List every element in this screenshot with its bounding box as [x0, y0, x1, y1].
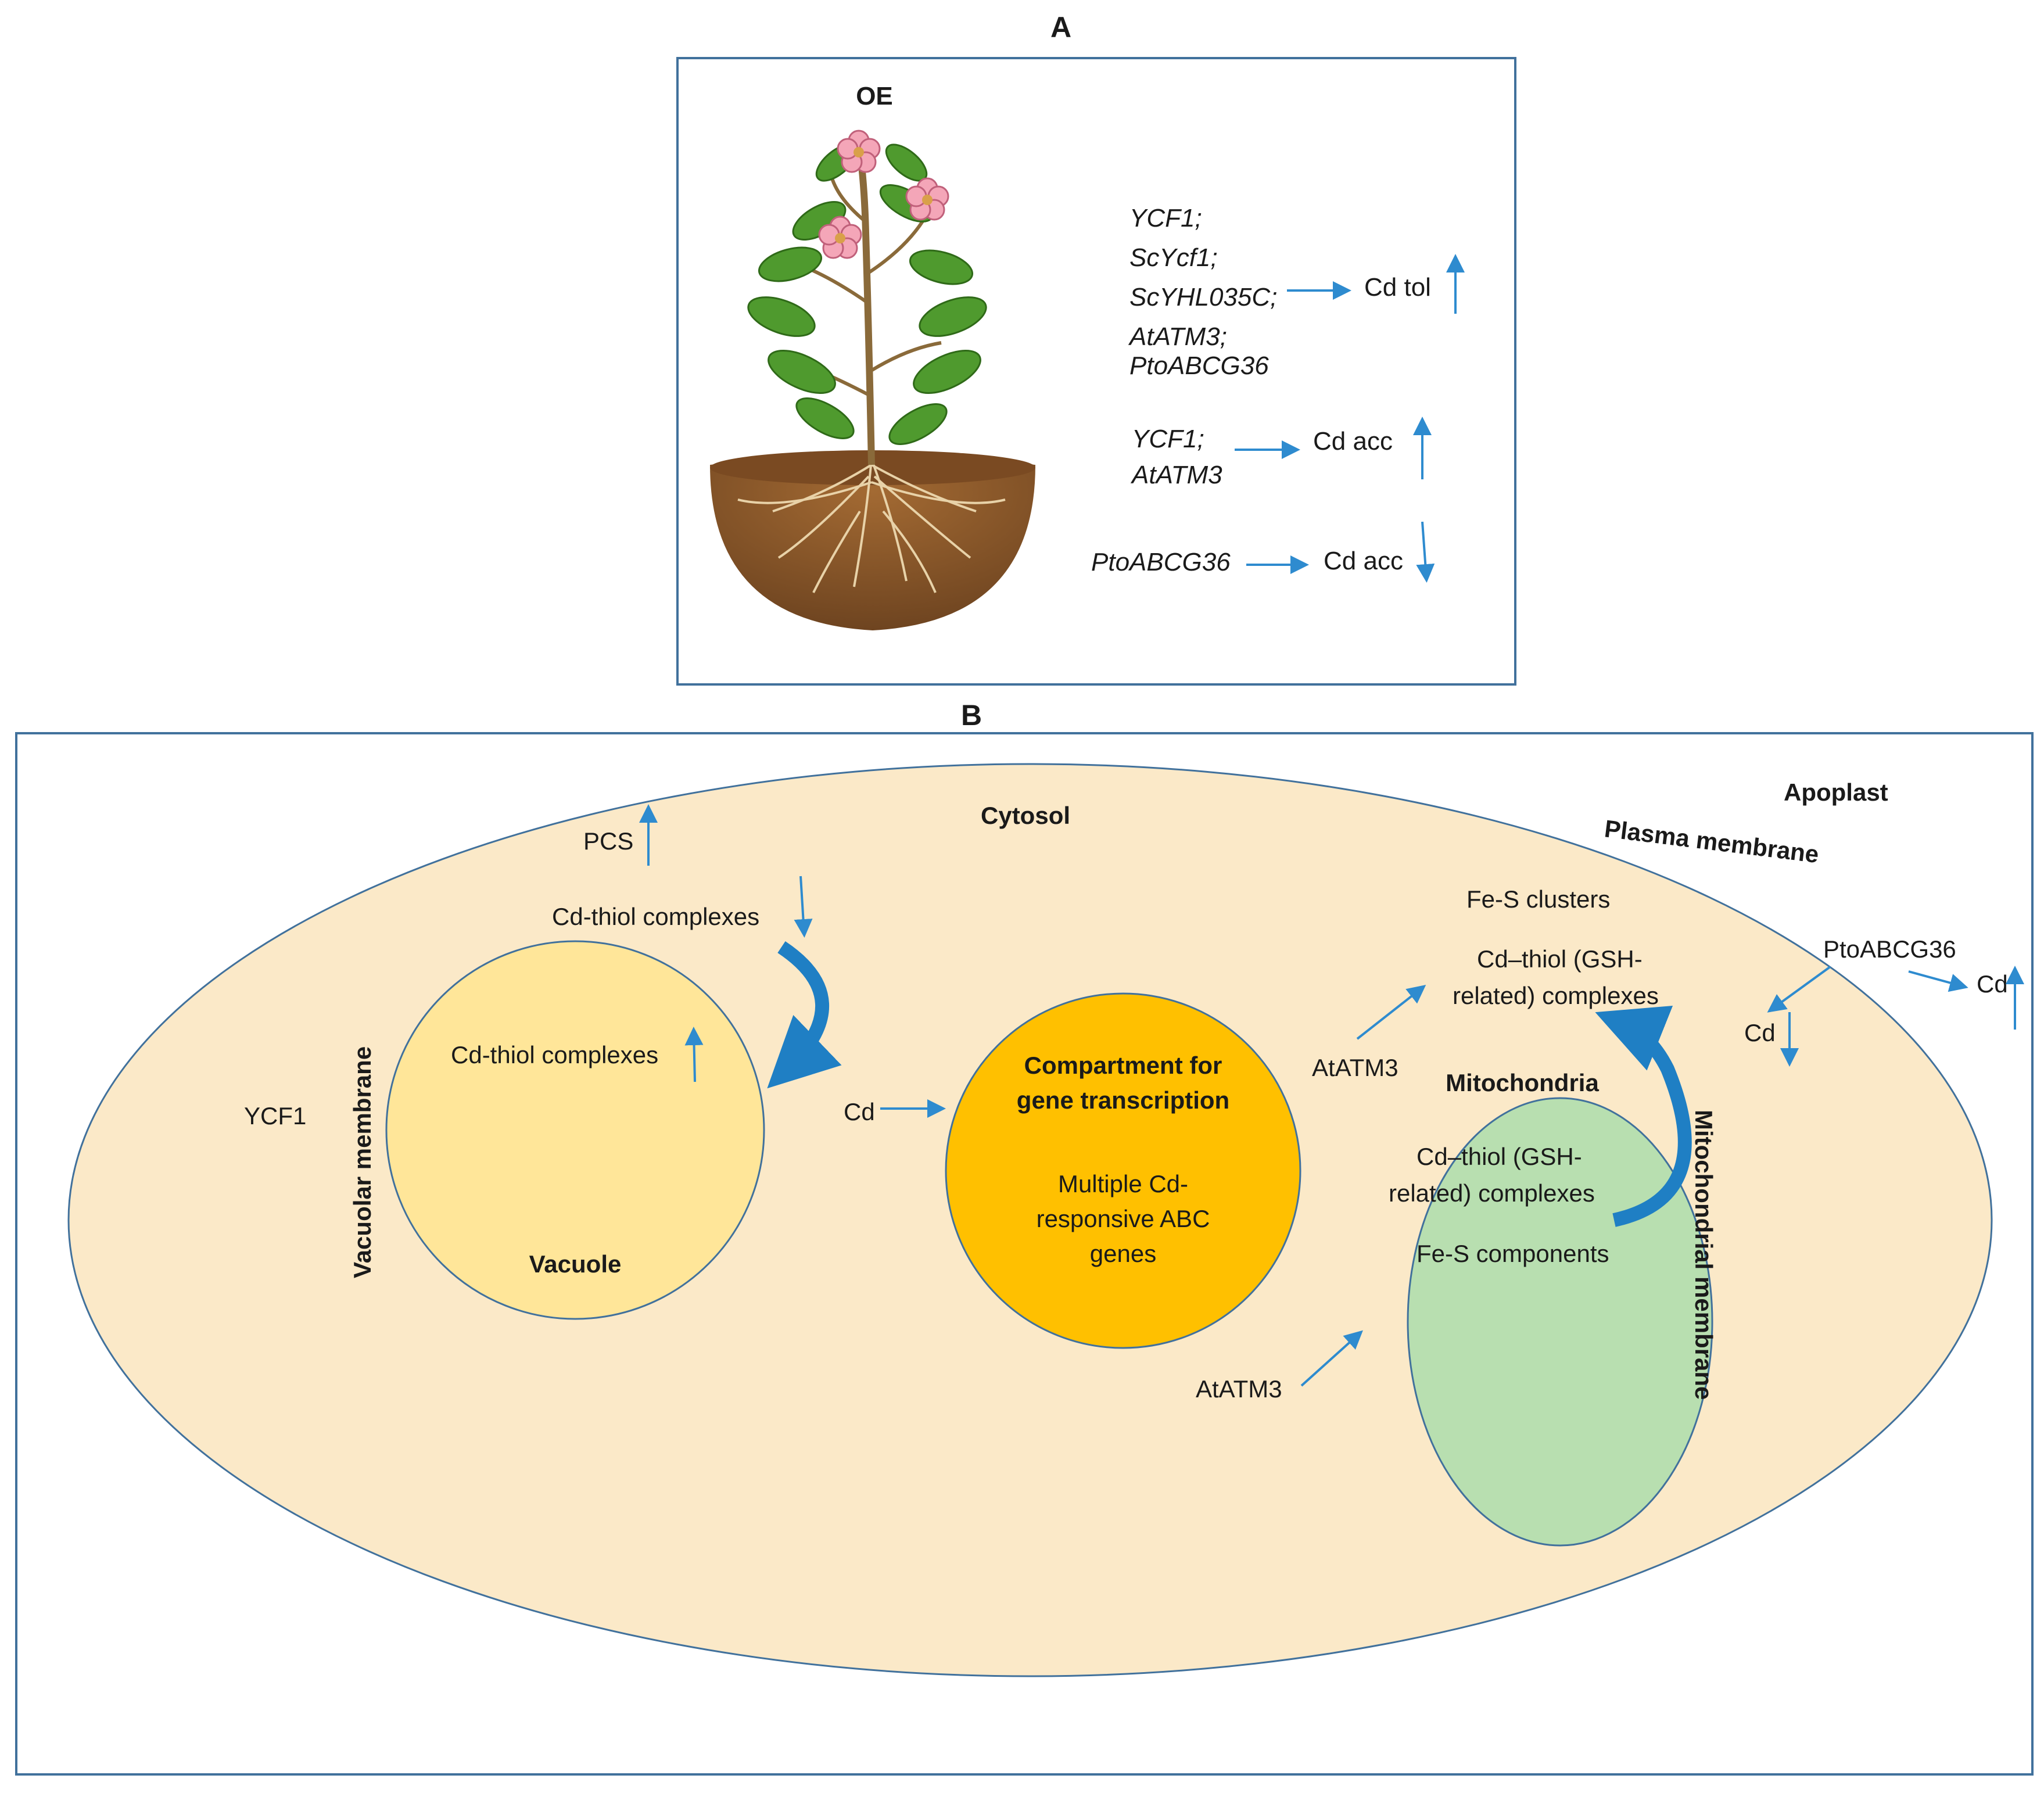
gene-ptoabcg36-2: PtoABCG36: [1091, 548, 1231, 576]
gene-ycf1-1: YCF1;: [1129, 204, 1202, 232]
gene-ptoabcg36-1: PtoABCG36: [1129, 352, 1269, 380]
cd-export-arrow: [1908, 970, 1968, 992]
curved-arrow-into-vacuole: [767, 941, 842, 1089]
cd-thiol-gsh-mito-line2: related) complexes: [1389, 1179, 1595, 1207]
cd-thiol-gsh-cytosol-line1: Cd–thiol (GSH-: [1477, 945, 1643, 973]
effect-cd-tol: Cd tol: [1364, 273, 1431, 302]
plasma-membrane-label: Plasma membrane: [1603, 815, 1820, 868]
atatm3-lower-arrow: [1300, 1330, 1363, 1387]
vacuole-label: Vacuole: [529, 1250, 622, 1278]
soil-mound: [710, 456, 1035, 630]
compartment-title-line1: Compartment for: [1024, 1052, 1222, 1079]
flowers: [818, 130, 949, 259]
gene-atatm3-2: AtATM3: [1130, 461, 1222, 489]
cd-thiol-vacuole-label: Cd-thiol complexes: [451, 1041, 658, 1068]
gene-ycf1-2: YCF1;: [1132, 425, 1204, 453]
curved-arrow-out-of-mitochondria: [1595, 1006, 1692, 1227]
gene-scycf1: ScYcf1;: [1129, 243, 1218, 272]
cd-in-label: Cd: [844, 1098, 875, 1125]
mitochondrial-membrane-label: Mitochondrial membrane: [1690, 1110, 1717, 1400]
vacuole: [385, 940, 765, 1320]
ptoabcg36-label: PtoABCG36: [1823, 935, 1956, 963]
compartment-body-line3: genes: [1090, 1240, 1156, 1267]
compartment-body-line2: responsive ABC: [1037, 1205, 1210, 1232]
fe-s-components-label: Fe-S components: [1417, 1240, 1609, 1267]
oe-label: OE: [856, 82, 893, 110]
atatm3-upper-label: AtATM3: [1312, 1054, 1398, 1081]
compartment-title-line2: gene transcription: [1017, 1086, 1229, 1114]
panel-a-frame: [676, 57, 1516, 686]
cd-cytosol-label: Cd: [1744, 1019, 1776, 1046]
effect-cd-acc-up: Cd acc: [1313, 427, 1393, 456]
panel-a: A OE: [676, 11, 1516, 686]
plant-illustration: [710, 130, 1035, 630]
roots: [737, 458, 1006, 593]
cd-thiol-cytosol-down-arrow: [794, 876, 813, 938]
gene-atatm3-1: AtATM3;: [1128, 322, 1227, 351]
atatm3-lower-label: AtATM3: [1196, 1375, 1282, 1403]
panel-a-label: A: [1050, 11, 1071, 44]
ycf1-label: YCF1: [244, 1102, 306, 1129]
vacuolar-membrane-label: Vacuolar membrane: [349, 1046, 376, 1278]
effect-cd-acc-down: Cd acc: [1324, 547, 1403, 575]
cd-thiol-vacuole-up-arrow: [684, 1027, 704, 1082]
down-arrow-cd-acc: [1416, 521, 1435, 583]
panel-b-label: B: [961, 699, 982, 731]
panel-b-frame: [15, 732, 2034, 1776]
cytosol-label: Cytosol: [981, 802, 1070, 829]
leaves: [747, 144, 987, 445]
ptoabcg36-arrow: [1767, 966, 1831, 1013]
mitochondria-label: Mitochondria: [1446, 1069, 1599, 1096]
apoplast-label: Apoplast: [1784, 779, 1888, 806]
gene-scyhl035c: ScYHL035C;: [1129, 283, 1277, 311]
cd-thiol-gsh-cytosol-line2: related) complexes: [1453, 982, 1659, 1009]
cd-thiol-cytosol-label: Cd-thiol complexes: [552, 903, 759, 930]
panel-b: B Apoplast Plasma membrane Cytosol PCS C…: [15, 699, 2034, 1776]
atatm3-upper-arrow: [1356, 985, 1426, 1040]
compartment-body-line1: Multiple Cd-: [1058, 1170, 1188, 1197]
cd-apoplast-label: Cd: [1977, 970, 2008, 998]
fe-s-clusters-label: Fe-S clusters: [1466, 885, 1610, 913]
pcs-label: PCS: [583, 827, 633, 855]
cd-thiol-gsh-mito-line1: Cd–thiol (GSH-: [1417, 1143, 1582, 1170]
gene-transcription-compartment: [945, 992, 1301, 1349]
